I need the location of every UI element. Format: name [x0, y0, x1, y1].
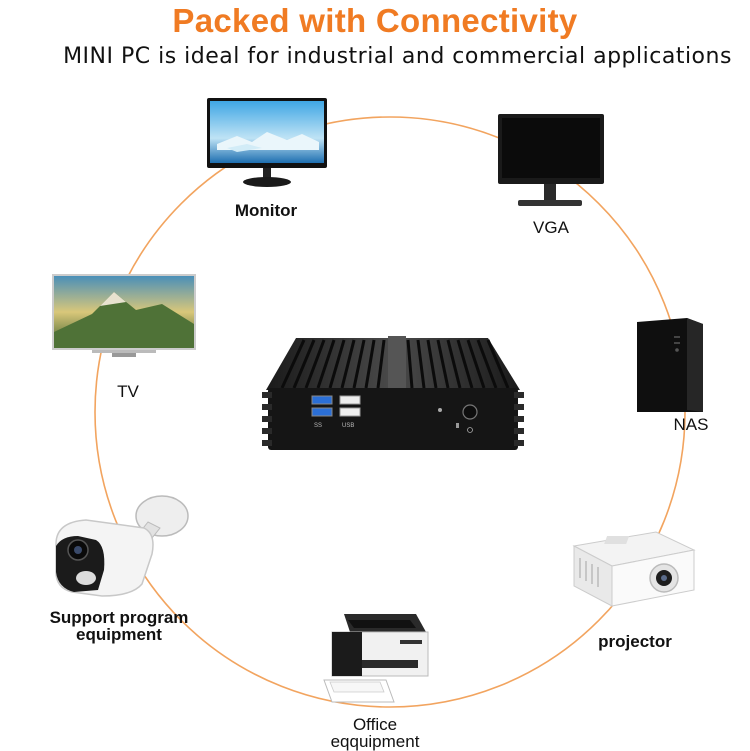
label-projector: projector: [598, 632, 672, 651]
page-title: Packed with Connectivity: [172, 2, 578, 39]
vga-monitor-icon: [498, 114, 604, 206]
projector-icon: [572, 531, 696, 607]
security-camera-icon: [55, 495, 189, 597]
label-monitor: Monitor: [234, 201, 298, 220]
label-tv: TV: [117, 382, 139, 401]
nas-tower-icon: [637, 318, 703, 412]
label-vga: VGA: [533, 218, 569, 237]
label-nas: NAS: [673, 415, 709, 434]
tv-icon: [52, 274, 196, 357]
mini-pc-icon: SS USB: [262, 336, 524, 450]
page-subtitle: MINI PC is ideal for industrial and comm…: [63, 44, 732, 69]
label-support-program: Support program equipment: [49, 608, 189, 644]
svg-text:USB: USB: [342, 423, 354, 429]
monitor-icon: [207, 98, 327, 187]
printer-icon: [323, 614, 429, 703]
svg-text:SS: SS: [314, 423, 322, 429]
label-office-equipment: Office eqquipment: [330, 715, 420, 751]
